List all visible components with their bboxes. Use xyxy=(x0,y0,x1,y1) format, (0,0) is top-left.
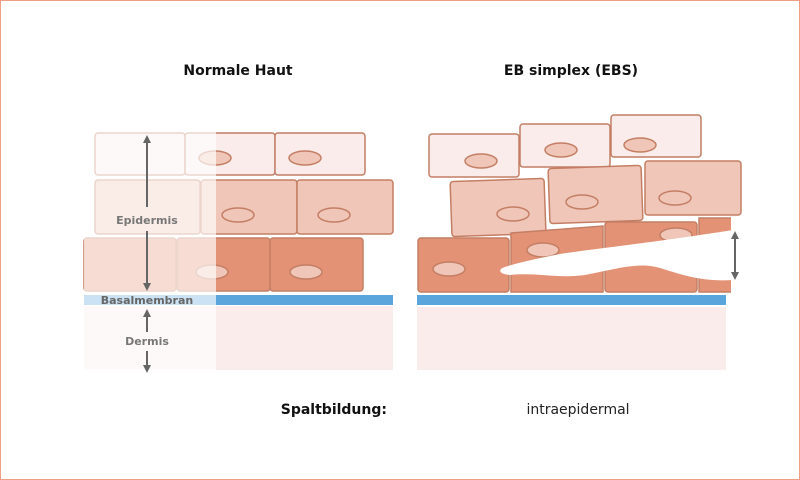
epidermis-label: Epidermis xyxy=(116,214,178,227)
basement-membrane xyxy=(417,295,726,305)
fade-overlay xyxy=(84,128,216,372)
basement-label: Basalmembran xyxy=(101,294,194,307)
ebs-title: EB simplex (EBS) xyxy=(504,63,638,79)
dermis-label: Dermis xyxy=(125,335,169,348)
normal-skin xyxy=(83,128,394,373)
dermis-layer xyxy=(417,307,726,370)
split-value: intraepidermal xyxy=(526,402,629,418)
ebs-skin xyxy=(417,114,742,370)
basement-membrane xyxy=(84,295,393,305)
split-label: Spaltbildung: xyxy=(281,402,387,418)
normal-skin-title: Normale Haut xyxy=(183,63,293,79)
blister-split xyxy=(500,230,733,281)
